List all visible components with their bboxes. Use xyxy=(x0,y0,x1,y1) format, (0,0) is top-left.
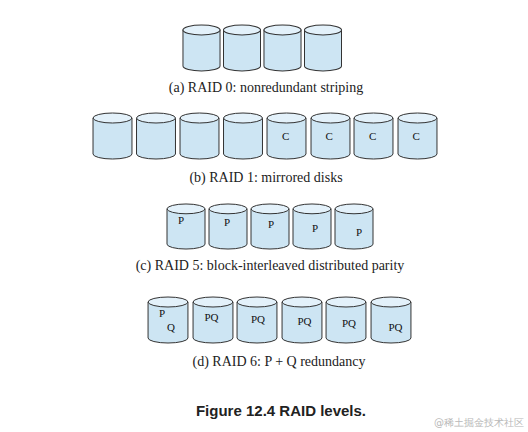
disk-label: P xyxy=(356,226,362,238)
disk xyxy=(93,113,132,159)
disk-label: C xyxy=(326,130,333,142)
parity-disk: PQ xyxy=(236,296,278,344)
disk xyxy=(193,297,233,343)
parity-disk: PQ xyxy=(192,296,234,344)
disk xyxy=(371,297,411,343)
parity-disk: PQ xyxy=(281,296,323,344)
watermark: @稀土掘金技术社区 xyxy=(434,417,524,429)
disk xyxy=(167,204,205,249)
disk-label: PQ xyxy=(298,315,312,327)
row-caption: (c) RAID 5: block-interleaved distribute… xyxy=(136,258,405,274)
row-caption: (b) RAID 1: mirrored disks xyxy=(189,170,342,186)
disk-label: C xyxy=(369,130,376,142)
parity-disk: P xyxy=(292,203,332,250)
parity-disk: P xyxy=(334,203,374,250)
disk-outline xyxy=(334,203,374,250)
disk xyxy=(326,297,366,343)
disk-label: PQ xyxy=(251,313,265,325)
disk xyxy=(251,204,289,249)
disk xyxy=(304,25,341,71)
disk-label: C xyxy=(413,130,420,142)
disk-outline xyxy=(166,203,206,250)
figure-caption: Figure 12.4 RAID levels. xyxy=(196,402,366,420)
disk xyxy=(209,204,247,249)
row-caption: (d) RAID 6: P + Q redundancy xyxy=(192,354,365,370)
disk-label: P xyxy=(268,218,274,230)
disk xyxy=(335,204,373,249)
disk xyxy=(223,25,260,71)
parity-disk: C xyxy=(310,112,351,160)
disk xyxy=(148,297,188,343)
row-caption: (a) RAID 0: nonredundant striping xyxy=(169,80,363,96)
parity-disk: PQ xyxy=(325,296,367,344)
disk-label: Q xyxy=(167,321,175,333)
disk-label: P xyxy=(224,216,230,228)
disk xyxy=(137,113,176,159)
disk-label: PQ xyxy=(389,321,403,333)
disk-label: P xyxy=(159,307,165,319)
parity-disk: P xyxy=(208,203,248,250)
disk xyxy=(224,113,263,159)
disk-label: P xyxy=(178,214,184,226)
disk xyxy=(180,113,219,159)
raid1-disks xyxy=(93,113,262,159)
disk xyxy=(264,25,301,71)
parity-disk: PQ xyxy=(370,296,412,344)
disk xyxy=(237,297,277,343)
disk xyxy=(267,113,306,159)
disk xyxy=(183,25,220,71)
disk-outline xyxy=(147,296,189,344)
disk-label: C xyxy=(282,130,289,142)
disk xyxy=(282,297,322,343)
disk-label: PQ xyxy=(205,311,219,323)
disk-label: P xyxy=(312,222,318,234)
disk xyxy=(398,113,437,159)
disk xyxy=(293,204,331,249)
parity-disk: PQ xyxy=(147,296,189,344)
raid0-disks xyxy=(183,25,342,71)
disk-outline xyxy=(370,296,412,344)
disk xyxy=(354,113,393,159)
parity-disk: P xyxy=(166,203,206,250)
parity-disk: P xyxy=(250,203,290,250)
disk xyxy=(311,113,350,159)
parity-disk: C xyxy=(353,112,394,160)
parity-disk: C xyxy=(397,112,438,160)
disk-label: PQ xyxy=(342,317,356,329)
parity-disk: C xyxy=(266,112,307,160)
